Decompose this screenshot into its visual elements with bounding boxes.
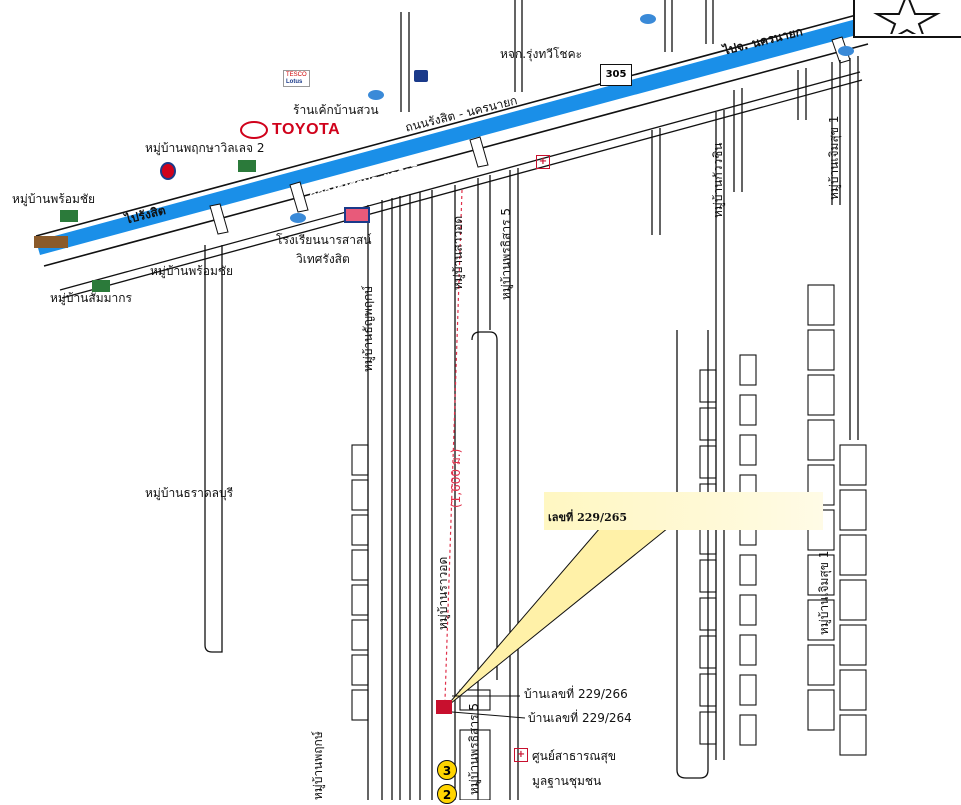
route-305-shield: 305 <box>600 64 632 86</box>
house-229-266-label: บ้านเลขที่ 229/266 <box>524 687 628 701</box>
health-center-line1: ศูนย์สาธารณสุข <box>532 749 617 763</box>
village-road-label-9: หมู่บ้านพรธิสาร 5 <box>467 702 481 795</box>
car-icon <box>838 46 854 56</box>
route-number: 305 <box>605 69 627 80</box>
hospital-cross-icon: + <box>536 155 550 169</box>
village-house-icon <box>238 160 256 172</box>
village-road-label-3: หมู่บ้านพรธิสาร 5 <box>499 207 513 300</box>
distance-line <box>444 189 463 701</box>
village-road-label-8: หมู่บ้านราวอด <box>436 556 450 630</box>
house-229-264-label: บ้านเลขที่ 229/264 <box>528 711 632 725</box>
target-house-marker <box>436 700 452 714</box>
school-name-line1: โรงเรียนนารสาสน์ <box>276 233 372 247</box>
village-road-label-7: หมู่บ้านเจิมสุข 1 <box>817 550 831 635</box>
car-icon <box>640 14 656 24</box>
village-road-label-5: หมู่บ้านเจิมสุข 1 <box>827 115 841 200</box>
village-sam-makorn: หมู่บ้านสัมมากร <box>50 291 132 305</box>
village-road-label-2: หมู่บ้านสาวอด <box>451 215 465 290</box>
car-icon <box>34 236 68 248</box>
health-center-line2: มูลฐานชุมชน <box>532 774 602 788</box>
car-icon <box>368 90 384 100</box>
school-name-line2: วิเทศรังสิต <box>296 252 350 266</box>
compass-box <box>853 0 961 38</box>
distance-label: (1,600 ม.) <box>449 448 463 508</box>
callout-house-number: เลขที่ 229/265 <box>548 511 628 524</box>
toyota-emblem-icon <box>240 121 268 139</box>
village-house-icon <box>92 280 110 292</box>
route-marker-2: 2 <box>437 784 457 804</box>
village-phrom-chai-2: หมู่บ้านพร้อมชัย <box>150 264 234 278</box>
school-icon <box>290 213 306 223</box>
rangsit-nakhon-nayok-highway <box>35 13 869 267</box>
northern-streets <box>400 0 714 112</box>
village-phruksa: หมู่บ้านพฤกษาวิลเลจ 2 <box>145 141 265 155</box>
village-road-label-4: หมู่บ้านกัววชิน <box>711 142 725 218</box>
village-house-icon <box>60 210 78 222</box>
gas-station-icon <box>160 162 176 180</box>
village-thara-buri: หมู่บ้านธราดลบุรี <box>145 486 234 500</box>
toyota-logo: TOYOTA <box>240 121 340 139</box>
canal <box>36 18 864 255</box>
temple-icon <box>344 207 370 223</box>
compass-rose-icon <box>873 0 941 34</box>
gas-station-name: หจก.รุ่งทวีโชคะ <box>500 47 583 61</box>
hospital-cross-icon: + <box>514 748 528 762</box>
frontage-road <box>59 71 863 299</box>
route-marker-3: 3 <box>437 760 457 780</box>
village-road-label-1: หมู่บ้านธัญพฤกษ์ <box>361 285 375 372</box>
village-road-label-6: หมู่บ้านพฤกษ์ <box>311 731 325 800</box>
gas-station-icon <box>414 70 428 82</box>
cake-shop: ร้านเค้กบ้านสวน <box>293 103 379 117</box>
village-phrom-chai-1: หมู่บ้านพร้อมชัย <box>12 192 96 206</box>
callout-box <box>544 492 823 530</box>
side-streets <box>351 284 867 800</box>
